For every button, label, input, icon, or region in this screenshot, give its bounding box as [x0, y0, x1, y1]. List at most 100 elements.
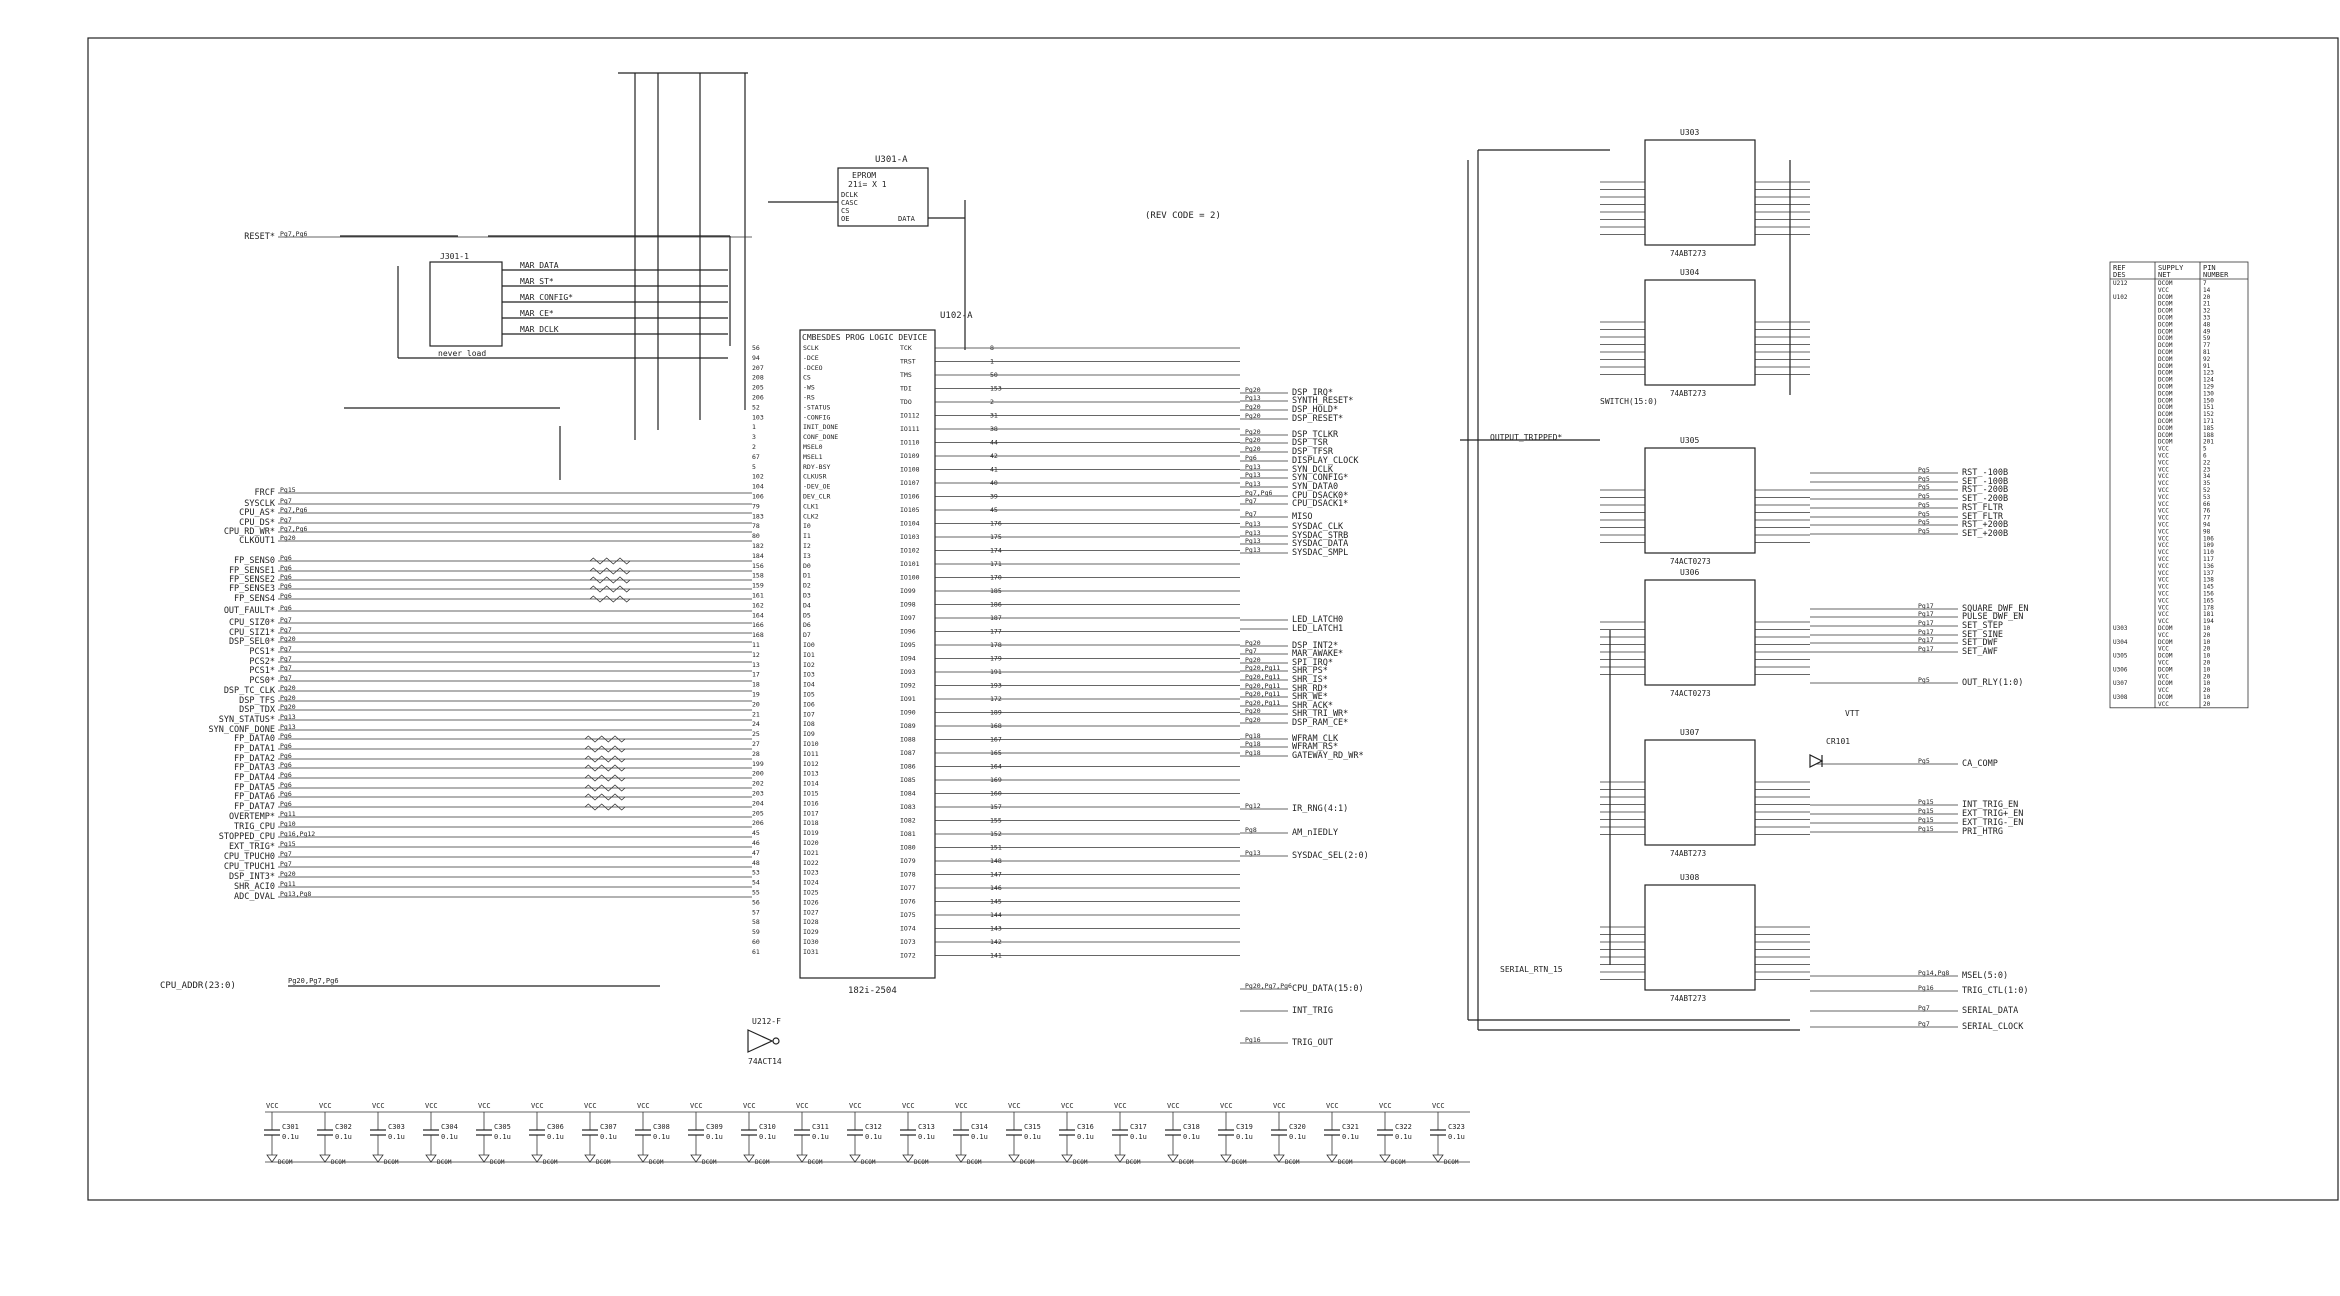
left-signal-port[interactable]: RESET*Pg7,Pg6 — [244, 230, 752, 242]
right-signal-port[interactable]: INT_TRIG — [1240, 1006, 1333, 1016]
left-signal-port[interactable]: PCS0*Pg7 — [249, 674, 752, 686]
left-signal-port[interactable]: CPU_DS*Pg7 — [239, 516, 752, 528]
left-signal-port[interactable]: DSP_SEL0*Pg20 — [229, 635, 752, 647]
cpld-u102[interactable]: U102-A CMBESDES PROG LOGIC DEVICE 182i-2… — [799, 311, 973, 996]
left-signal-port[interactable]: PCS1*Pg7 — [249, 664, 752, 676]
left-signal-port[interactable]: CPU_SIZ1*Pg7 — [229, 626, 752, 638]
left-signal-port[interactable]: DSP_INT3*Pg20 — [229, 870, 752, 882]
left-signal-port[interactable]: CPU_SIZ0*Pg7 — [229, 616, 752, 628]
right-signal-port[interactable]: LED_LATCH1 — [1240, 624, 1343, 634]
left-signal-port[interactable]: PCS1*Pg7 — [249, 645, 752, 657]
left-signal-port[interactable]: EXT_TRIG*Pg15 — [229, 840, 752, 852]
right-signal-port[interactable]: LED_LATCH0 — [1240, 615, 1343, 625]
left-signal-port[interactable]: CPU_AS*Pg7,Pg6 — [239, 506, 752, 518]
eprom-u301[interactable]: U301-A EPROM 21i= X 1 DCLK CASC CS OE DA… — [837, 155, 929, 227]
left-signal-port[interactable]: OUT_FAULT*Pg6 — [224, 604, 752, 616]
header-j301[interactable]: J301-1 never_load — [429, 252, 503, 358]
